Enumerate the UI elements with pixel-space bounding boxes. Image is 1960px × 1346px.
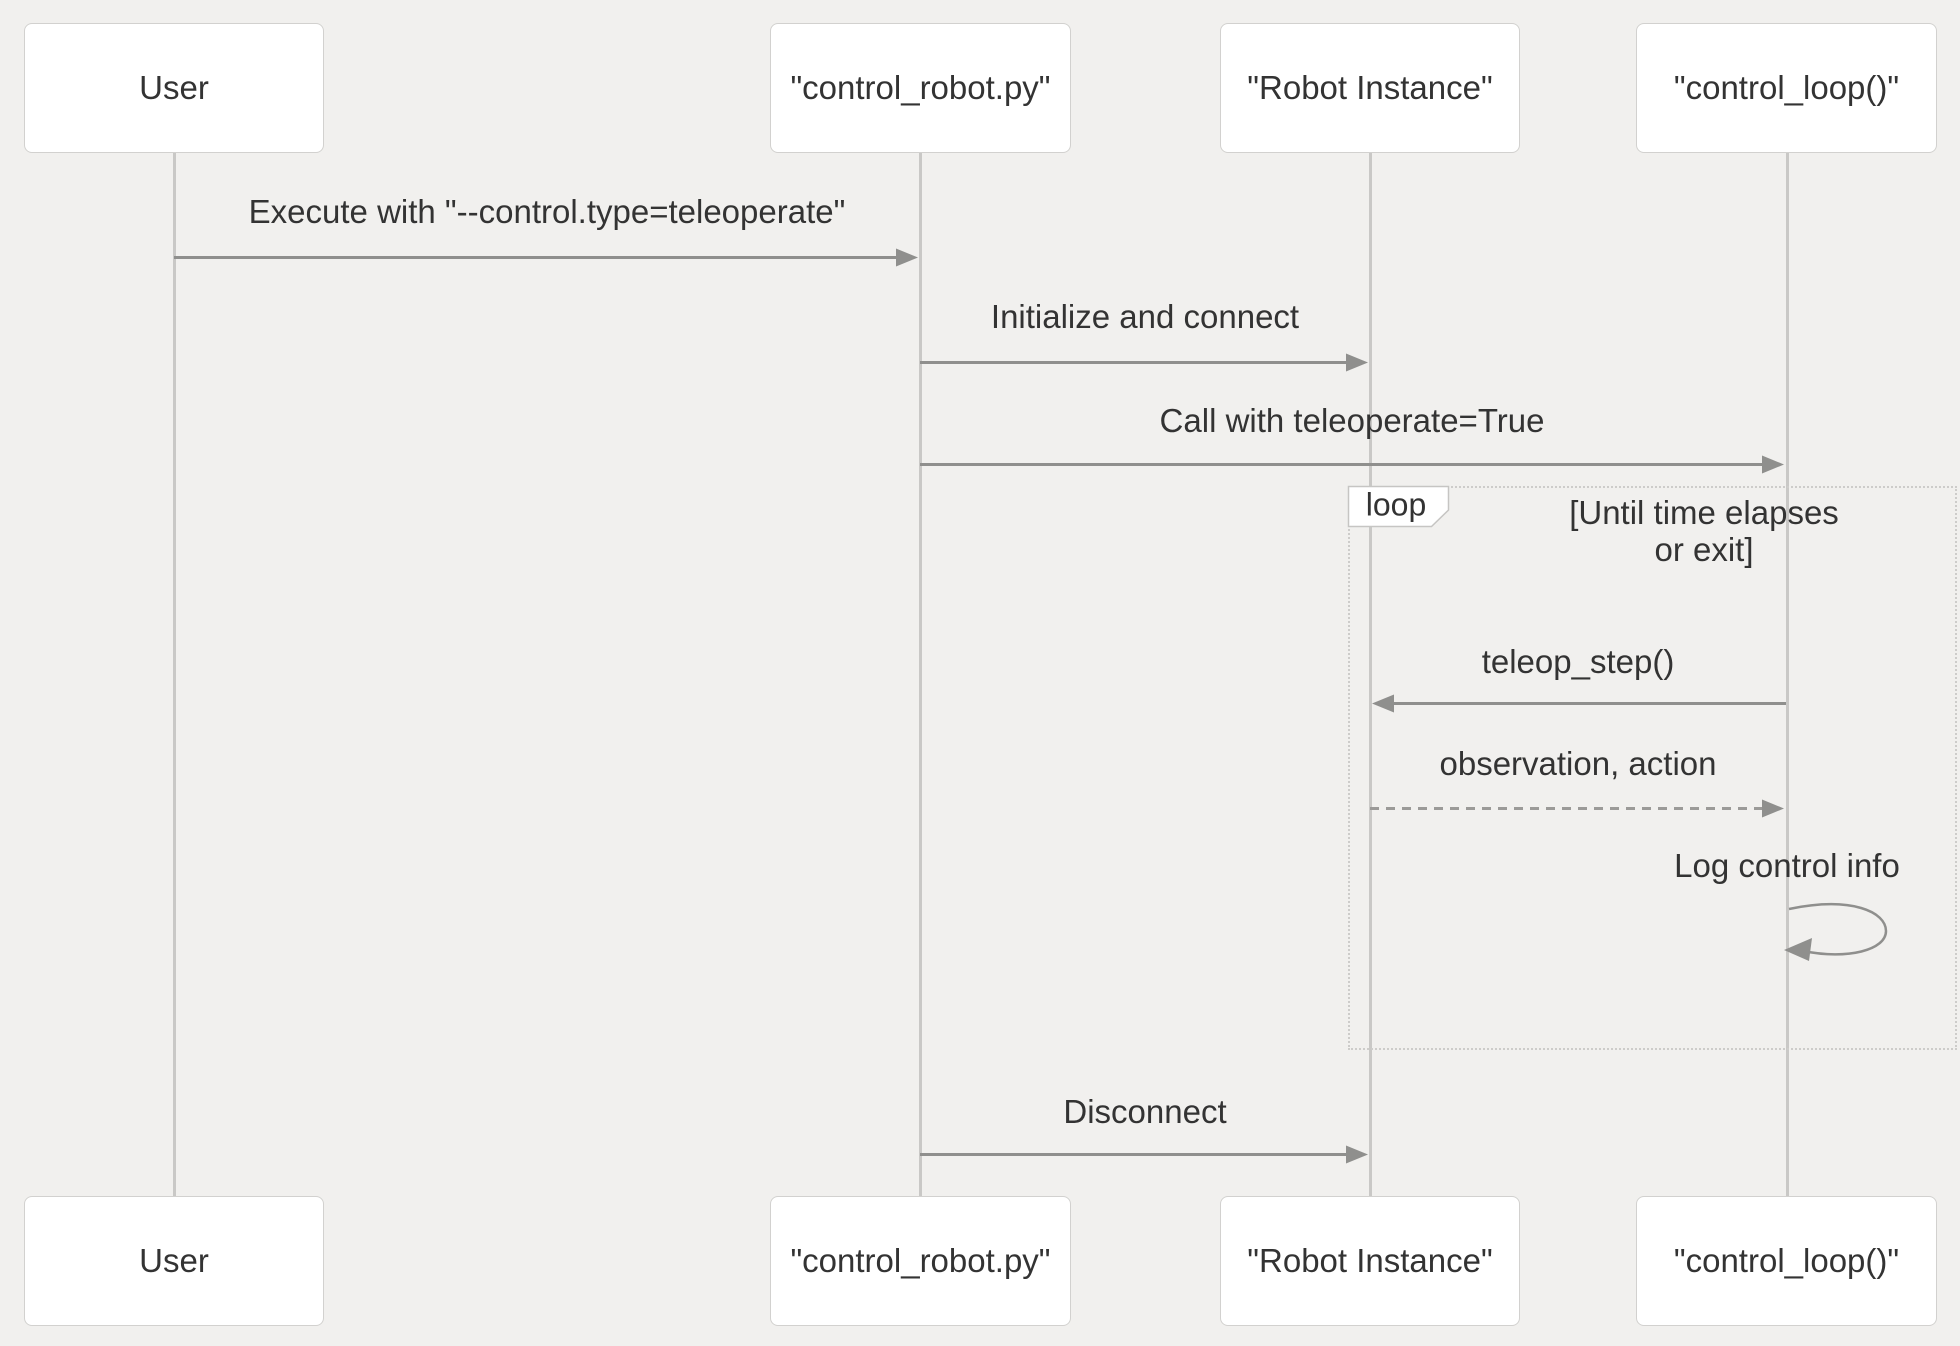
message-label-disconnect: Disconnect: [1063, 1093, 1227, 1130]
message-label-initialize: Initialize and connect: [990, 298, 1300, 335]
participant-control-robot-bottom-label: "control_robot.py": [790, 1242, 1051, 1279]
arrow-execute-head: [896, 248, 918, 267]
message-label-teleop-step: teleop_step(): [1481, 643, 1675, 680]
arrow-self-loop: [1784, 903, 1888, 961]
participant-user-bottom-label: User: [139, 1242, 209, 1279]
arrow-disconnect: [920, 1145, 1368, 1164]
message-label-call: Call with teleoperate=True: [1159, 402, 1545, 439]
arrow-teleop-step-head: [1372, 694, 1394, 713]
participant-robot-instance-top-label: "Robot Instance": [1247, 69, 1493, 106]
loop-condition: [Until time elapses or exit]: [1569, 494, 1839, 568]
participant-user-top-label: User: [139, 69, 209, 106]
participant-robot-instance-bottom-label: "Robot Instance": [1247, 1242, 1493, 1279]
arrow-self-loop-path: [1788, 903, 1888, 956]
loop-condition-line2: or exit]: [1654, 531, 1754, 568]
message-label-log-control: Log control info: [1674, 847, 1900, 884]
participant-control-robot-top-label: "control_robot.py": [790, 69, 1051, 106]
participant-control-robot-bottom: "control_robot.py": [770, 1196, 1071, 1326]
lifeline-control-robot: [919, 153, 922, 1196]
participant-control-robot-top: "control_robot.py": [770, 23, 1071, 153]
loop-label-shape: [1347, 485, 1450, 528]
arrow-initialize-head: [1346, 353, 1368, 372]
lifeline-user: [173, 153, 176, 1196]
message-label-execute: Execute with "--control.type=teleoperate…: [248, 193, 846, 230]
loop-frame: [1348, 486, 1957, 1050]
arrow-execute: [174, 248, 918, 267]
participant-user-bottom: User: [24, 1196, 324, 1326]
arrow-call-head: [1762, 455, 1784, 474]
arrow-call: [920, 455, 1784, 474]
participant-control-loop-top-label: "control_loop()": [1673, 69, 1900, 106]
participant-robot-instance-top: "Robot Instance": [1220, 23, 1520, 153]
arrow-teleop-step: [1372, 694, 1786, 713]
arrow-disconnect-head: [1346, 1145, 1368, 1164]
loop-label: loop: [1365, 486, 1427, 523]
participant-robot-instance-bottom: "Robot Instance": [1220, 1196, 1520, 1326]
arrow-initialize: [920, 353, 1368, 372]
lifeline-control-loop: [1786, 153, 1789, 1196]
lifeline-robot-instance: [1369, 153, 1372, 1196]
participant-control-loop-bottom-label: "control_loop()": [1673, 1242, 1900, 1279]
loop-condition-line1: [Until time elapses: [1569, 494, 1839, 531]
arrow-self-loop-head: [1784, 938, 1812, 961]
arrow-observation-head: [1762, 799, 1784, 818]
participant-control-loop-bottom: "control_loop()": [1636, 1196, 1937, 1326]
arrow-observation: [1370, 799, 1784, 818]
message-label-observation: observation, action: [1439, 745, 1717, 782]
participant-user-top: User: [24, 23, 324, 153]
participant-control-loop-top: "control_loop()": [1636, 23, 1937, 153]
